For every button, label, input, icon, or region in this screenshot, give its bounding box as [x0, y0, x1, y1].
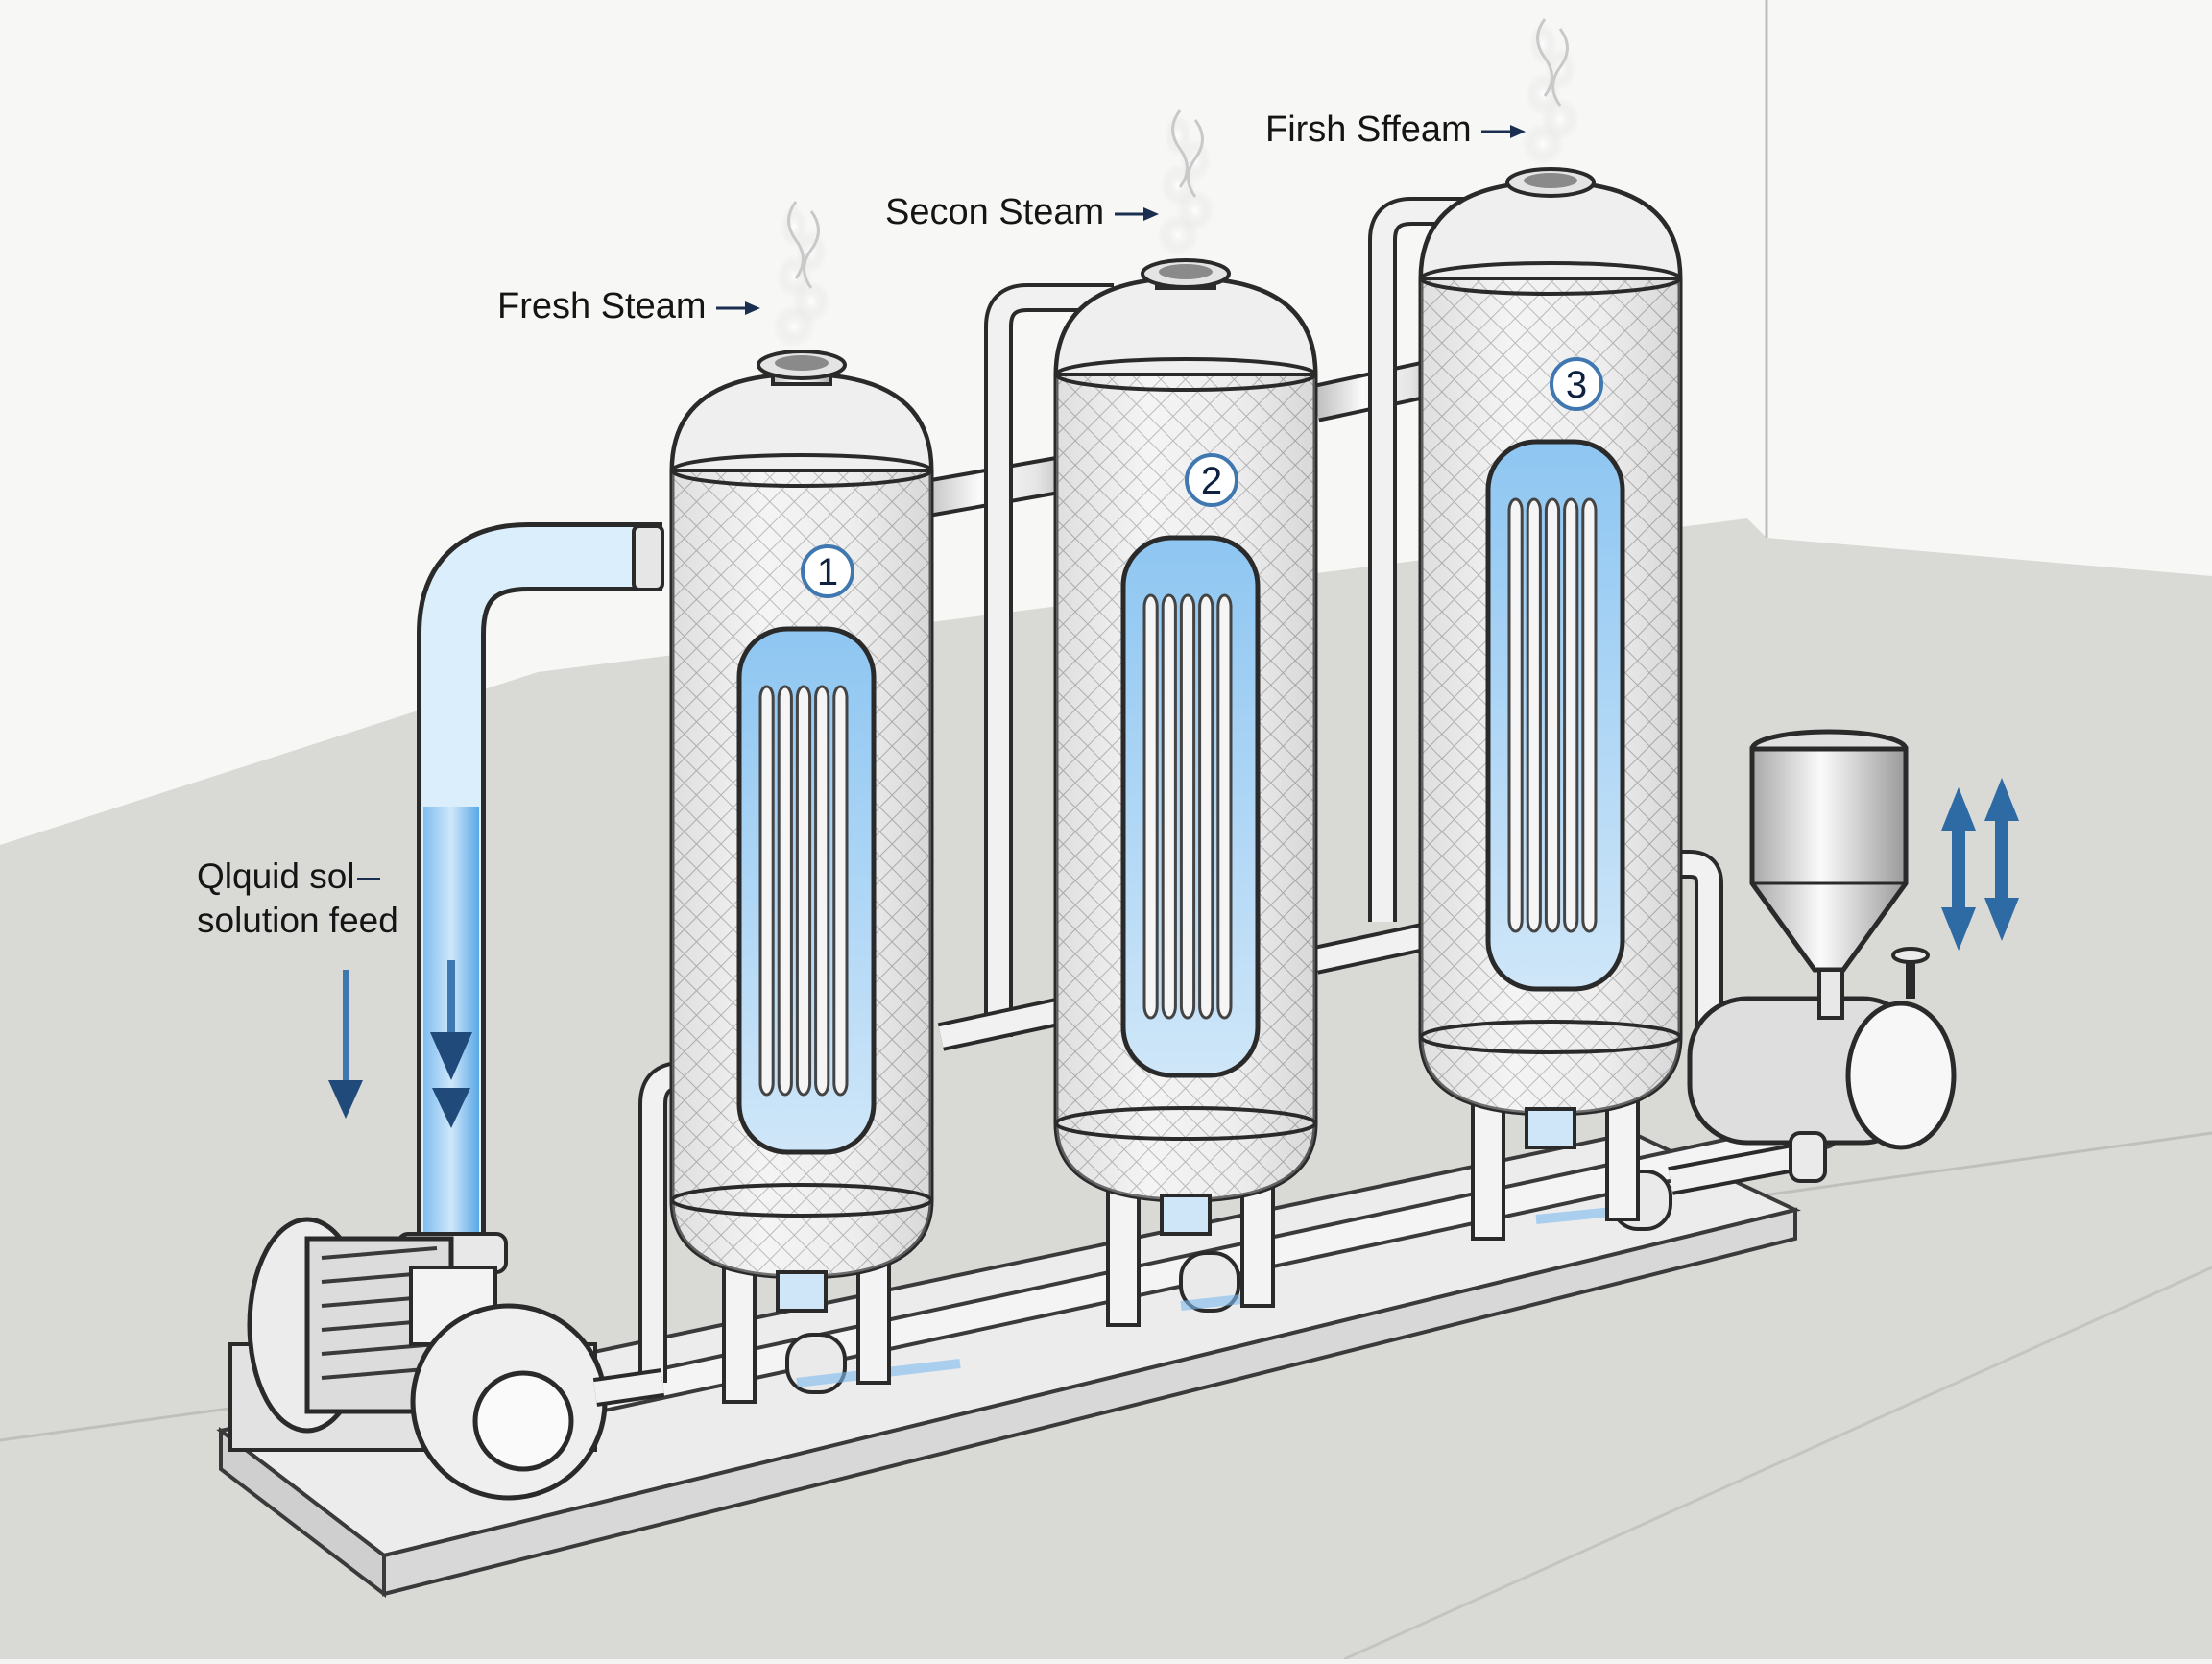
evaporator-effect-1: 1	[669, 350, 934, 1404]
third-steam-label: Firsh Sffeam	[1265, 109, 1527, 151]
heating-tube	[1544, 497, 1561, 933]
vapor-pipes	[638, 197, 1723, 1383]
steam-plume	[1522, 18, 1579, 165]
feed-label-leader	[356, 877, 380, 880]
evaporator-effect-2: 2	[1053, 258, 1318, 1327]
bidirectional-arrow	[1941, 778, 2019, 951]
heating-tube	[795, 685, 812, 1097]
heating-tube	[758, 685, 775, 1097]
effect-badge	[801, 544, 854, 598]
third-steam-text: Firsh Sffeam	[1265, 109, 1472, 150]
fresh-steam-label: Fresh Steam	[497, 286, 762, 327]
effect-number: 1	[817, 551, 838, 593]
heating-tube	[1142, 593, 1159, 1020]
vessel-outlet	[1160, 1194, 1212, 1236]
heating-tube	[1216, 593, 1233, 1020]
steam-plume	[773, 201, 830, 348]
effect-badge	[1185, 453, 1238, 507]
evaporator-effect-3: 3	[1418, 167, 1683, 1241]
flow-arrow-feed-external	[328, 970, 363, 1119]
feed-label: Qlquid sol solution feed	[197, 855, 398, 943]
heating-tube	[1563, 497, 1579, 933]
heating-tube	[1507, 497, 1524, 933]
effect-number: 3	[1566, 364, 1587, 406]
feed-pump	[228, 1217, 665, 1501]
effect-badge	[1550, 357, 1603, 411]
effect-number: 2	[1201, 460, 1222, 502]
heating-tube	[777, 685, 793, 1097]
heating-tube	[1198, 593, 1214, 1020]
arrow-right-icon	[716, 301, 761, 315]
fresh-steam-text: Fresh Steam	[497, 286, 707, 326]
second-steam-label: Secon Steam	[885, 192, 1161, 233]
flow-arrow-feed-internal	[430, 960, 472, 1128]
floor-seam	[1343, 1266, 2212, 1661]
arrow-right-icon	[1481, 125, 1527, 138]
feed-label-line1: Qlquid sol	[197, 856, 355, 896]
heating-tube	[1581, 497, 1598, 933]
heating-tube	[1526, 497, 1542, 933]
heating-tube	[1179, 593, 1196, 1020]
product-tank	[1668, 947, 1957, 1195]
vessel-outlet	[1525, 1107, 1576, 1149]
second-steam-text: Secon Steam	[885, 192, 1105, 232]
arrow-right-icon	[1114, 207, 1159, 221]
feed-pipe	[397, 522, 664, 1274]
feed-hopper	[1749, 729, 1909, 1020]
heating-tube	[814, 685, 830, 1097]
feed-label-line2: solution feed	[197, 901, 398, 940]
heating-tube	[1161, 593, 1177, 1020]
heating-tube	[832, 685, 849, 1097]
steam-plume	[1157, 109, 1214, 256]
vessel-outlet	[776, 1270, 828, 1313]
